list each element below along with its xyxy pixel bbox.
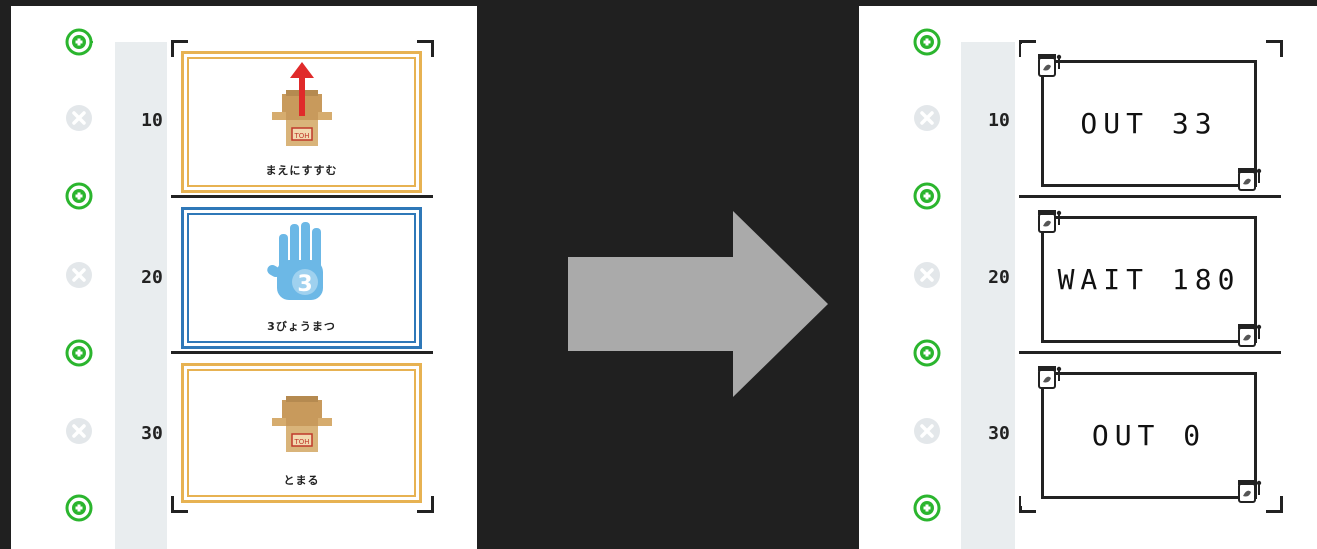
row-divider: [1019, 195, 1281, 198]
code-block-frame: OUT 0: [1041, 372, 1257, 499]
line-number: 10: [127, 110, 177, 131]
row-divider: [171, 351, 433, 354]
delete-line-button[interactable]: [913, 417, 941, 445]
line-number: 30: [127, 423, 177, 444]
delete-line-button[interactable]: [913, 104, 941, 132]
code-block-frame: WAIT 180: [1041, 216, 1257, 343]
add-line-button[interactable]: [913, 28, 941, 56]
robot-stop-icon: TOH: [266, 392, 338, 464]
line-number: 10: [974, 110, 1024, 131]
code-block[interactable]: OUT 0: [1021, 356, 1277, 506]
command-card-wait[interactable]: 3 3びょうまつ: [181, 207, 422, 349]
add-line-button[interactable]: [65, 28, 93, 56]
code-statement: WAIT 180: [1044, 263, 1254, 296]
code-program-panel: 10 20 30 OUT 33 WAIT 180: [859, 6, 1317, 549]
robot-badge: TOH: [293, 438, 309, 446]
line-number: 20: [127, 267, 177, 288]
code-block[interactable]: OUT 33: [1021, 44, 1277, 194]
jar-icon: [1035, 362, 1063, 390]
code-statement: OUT 33: [1044, 107, 1254, 140]
jar-icon: [1035, 206, 1063, 234]
hand-icon: 3: [267, 220, 337, 312]
robot-forward-icon: TOH: [266, 60, 338, 156]
command-label: 3びょうまつ: [184, 318, 419, 334]
jar-icon: [1235, 320, 1263, 348]
right-arrow-icon: [568, 211, 830, 397]
add-line-button[interactable]: [913, 339, 941, 367]
add-line-button[interactable]: [913, 182, 941, 210]
line-number: 30: [974, 423, 1024, 444]
add-line-button[interactable]: [65, 339, 93, 367]
line-number: 20: [974, 267, 1024, 288]
jar-icon: [1235, 164, 1263, 192]
delete-line-button[interactable]: [913, 261, 941, 289]
code-block-frame: OUT 33: [1041, 60, 1257, 187]
command-card-forward[interactable]: TOH まえにすすむ: [181, 51, 422, 193]
jar-icon: [1035, 50, 1063, 78]
visual-program-panel: 10 20 30 TOH まえにすすむ: [11, 6, 477, 549]
row-divider: [171, 195, 433, 198]
add-line-button[interactable]: [65, 494, 93, 522]
code-block[interactable]: WAIT 180: [1021, 200, 1277, 350]
delete-line-button[interactable]: [65, 104, 93, 132]
delete-line-button[interactable]: [65, 417, 93, 445]
command-card-stop[interactable]: TOH とまる: [181, 363, 422, 503]
robot-badge: TOH: [293, 132, 309, 140]
code-statement: OUT 0: [1044, 419, 1254, 452]
jar-icon: [1235, 476, 1263, 504]
command-label: まえにすすむ: [184, 162, 419, 178]
delete-line-button[interactable]: [65, 261, 93, 289]
command-label: とまる: [184, 472, 419, 488]
add-line-button[interactable]: [65, 182, 93, 210]
row-divider: [1019, 351, 1281, 354]
add-line-button[interactable]: [913, 494, 941, 522]
wait-seconds: 3: [297, 272, 312, 297]
